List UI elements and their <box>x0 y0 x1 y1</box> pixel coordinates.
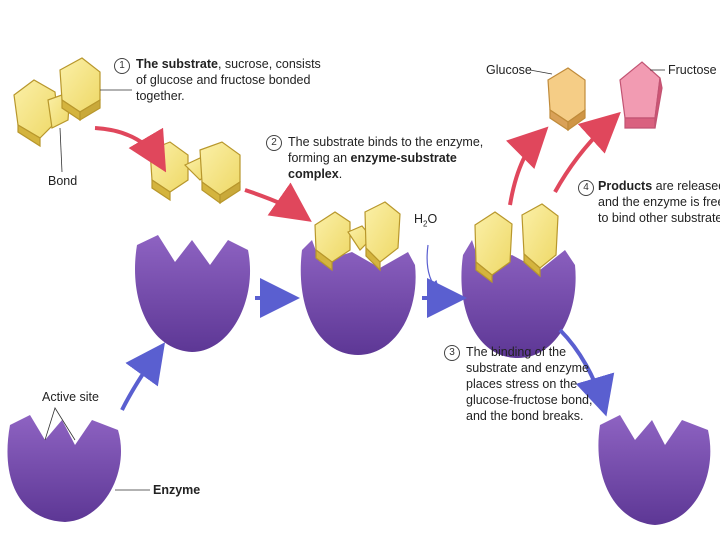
split-substrate-in-enzyme <box>474 203 559 284</box>
enzyme-label: Enzyme <box>153 483 201 497</box>
sucrose-molecule-top-left <box>13 57 101 148</box>
arrow-to-complex <box>244 182 312 222</box>
bound-substrate <box>314 201 401 272</box>
fructose-molecule <box>619 61 663 129</box>
step4-number: 4 <box>578 180 594 196</box>
step1-text: The substrate, sucrose, consists of gluc… <box>136 57 321 103</box>
step2-number: 2 <box>266 135 282 151</box>
arrow-enzyme-release <box>558 328 615 417</box>
bond-leader-line <box>59 127 63 173</box>
fructose-label: Fructose <box>668 63 717 77</box>
glucose-molecule <box>547 67 586 132</box>
arrow-enzyme-recycle <box>120 342 166 411</box>
free-enzyme-bottom-left <box>7 415 122 522</box>
sucrose-molecule-middle <box>149 141 241 205</box>
arrow-substrate-to-enzyme <box>94 126 167 173</box>
step4-text: Products are released, and the enzyme is… <box>598 179 720 225</box>
glucose-leader-line <box>529 69 553 75</box>
arrow-glucose-release <box>506 126 549 206</box>
released-enzyme <box>598 415 711 525</box>
water-label: H2O <box>414 212 438 229</box>
enzyme-step1 <box>135 235 251 352</box>
bond-label: Bond <box>48 174 78 188</box>
arrow-fructose-release <box>553 111 621 193</box>
step3-text: The binding of the substrate and enzyme … <box>466 345 593 423</box>
active-site-label: Active site <box>42 390 99 404</box>
arrow-water-input <box>426 244 441 293</box>
step2-text: The substrate binds to the enzyme, formi… <box>288 135 484 181</box>
step3-number: 3 <box>444 345 460 361</box>
glucose-label: Glucose <box>486 63 532 77</box>
step1-number: 1 <box>114 58 130 74</box>
active-site-leader-lines <box>44 407 76 441</box>
